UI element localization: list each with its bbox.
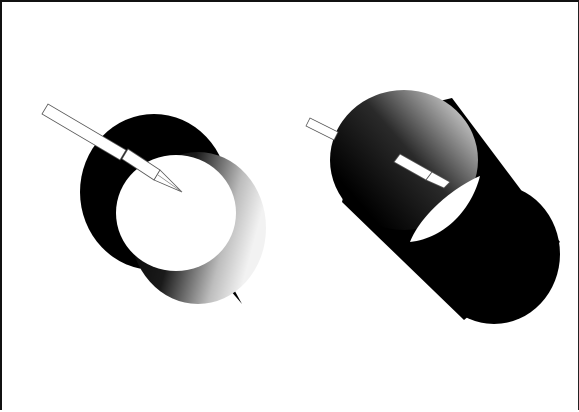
- right-pencil-shaft-outer: [306, 118, 338, 140]
- left-cylinder-figure: [42, 104, 266, 304]
- left-cylinder-opening: [116, 155, 236, 271]
- right-cylinder-figure: [306, 90, 560, 324]
